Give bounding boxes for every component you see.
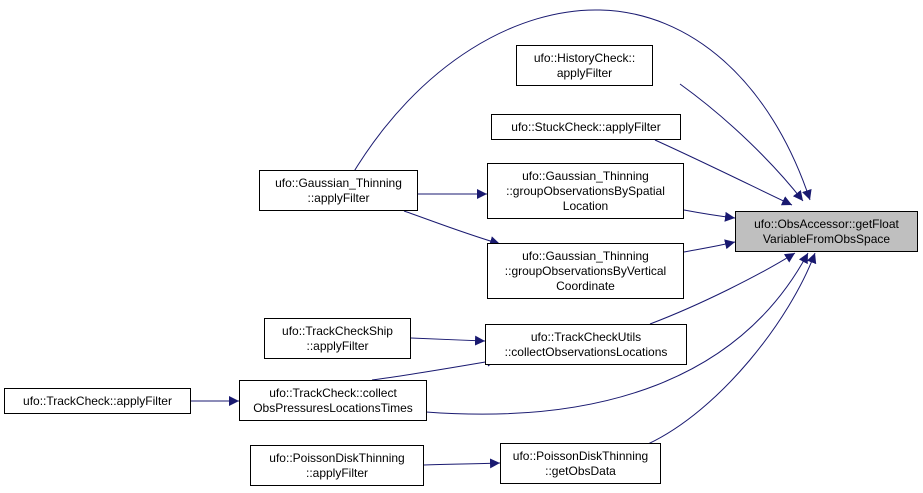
edge-trackcheckship-to-trackcheckutils — [410, 335, 486, 346]
node-gaussian-thinning-vertical[interactable]: ufo::Gaussian_Thinning ::groupObservatio… — [487, 243, 684, 299]
edge-gaussian-vertical-to-target — [683, 239, 736, 253]
node-trackcheck-collect[interactable]: ufo::TrackCheck::collect ObsPressuresLoc… — [239, 380, 427, 421]
edge-trackcheckutils-to-target — [649, 252, 796, 325]
node-trackcheck-applyfilter[interactable]: ufo::TrackCheck::applyFilter — [4, 388, 191, 414]
edge-poisson-apply-to-getobs — [423, 458, 501, 469]
edge-poisson-getobs-to-target — [647, 252, 817, 445]
node-gaussian-thinning-applyfilter[interactable]: ufo::Gaussian_Thinning ::applyFilter — [259, 170, 418, 211]
edge-stuck-check-to-target — [654, 139, 793, 206]
node-poissondisk-applyfilter[interactable]: ufo::PoissonDiskThinning ::applyFilter — [250, 445, 424, 486]
node-trackcheckutils-collect[interactable]: ufo::TrackCheckUtils ::collectObservatio… — [485, 324, 687, 365]
node-trackcheckship-applyfilter[interactable]: ufo::TrackCheckShip ::applyFilter — [264, 318, 411, 359]
node-obsaccessor-getfloatvariable: ufo::ObsAccessor::getFloat VariableFromO… — [735, 211, 918, 252]
node-gaussian-thinning-spatial[interactable]: ufo::Gaussian_Thinning ::groupObservatio… — [487, 163, 684, 219]
edge-gaussian-spatial-to-target — [683, 209, 736, 222]
edge-history-check-to-target — [679, 83, 804, 202]
edge-gaussian-apply-to-vertical — [403, 210, 501, 246]
node-historycheck-applyfilter[interactable]: ufo::HistoryCheck:: applyFilter — [516, 45, 653, 86]
edge-trackcheck-collect-to-target — [425, 252, 809, 415]
node-stuckcheck-applyfilter[interactable]: ufo::StuckCheck::applyFilter — [491, 114, 681, 140]
edge-trackcheck-collect-to-trackcheckutils — [371, 356, 498, 381]
node-poissondisk-getobsdata[interactable]: ufo::PoissonDiskThinning ::getObsData — [500, 443, 661, 484]
edge-gaussian-apply-to-target — [349, 9, 812, 201]
